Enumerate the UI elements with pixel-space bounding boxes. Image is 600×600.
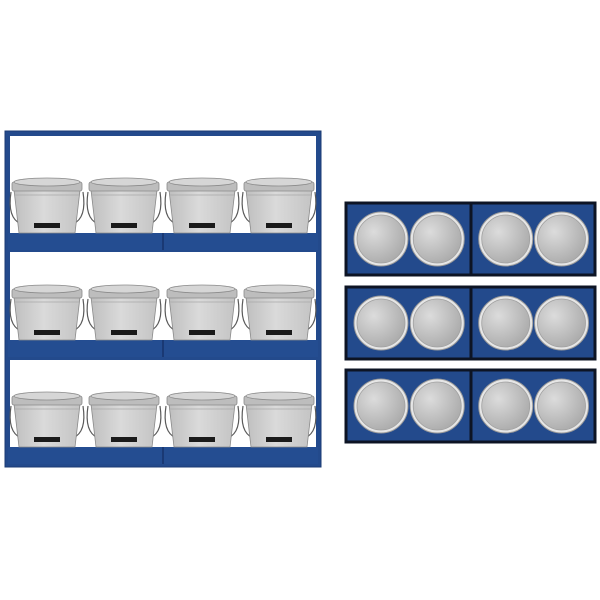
rack-top-view <box>344 201 597 444</box>
bucket-label <box>266 223 292 228</box>
bucket-label <box>111 330 137 335</box>
bucket-label <box>189 223 215 228</box>
lid-face <box>356 214 406 264</box>
bucket-icon <box>241 284 317 341</box>
bucket-top <box>90 284 158 294</box>
bucket-label <box>34 223 60 228</box>
lid-face <box>481 298 531 348</box>
bucket-label <box>34 437 60 442</box>
bucket-label <box>34 330 60 335</box>
lid-face <box>412 298 462 348</box>
bucket-label <box>189 437 215 442</box>
lid-face <box>537 214 586 264</box>
bucket-icon <box>86 177 162 234</box>
bucket-lid-icon <box>478 378 534 434</box>
bucket-top <box>168 284 236 294</box>
bucket-lid-icon <box>353 211 409 267</box>
bucket-top <box>13 177 81 187</box>
bucket-icon <box>9 177 85 234</box>
bucket-lid-icon <box>409 378 465 434</box>
lid-face <box>356 298 406 348</box>
bucket-icon <box>164 177 240 234</box>
lid-face <box>537 298 586 348</box>
bucket-icon <box>86 284 162 341</box>
lid-face <box>537 381 586 431</box>
bucket-lid-icon <box>534 211 590 267</box>
bucket-icon <box>241 391 317 448</box>
bucket-lid-icon <box>478 211 534 267</box>
bucket-lid-icon <box>478 295 534 351</box>
bucket-icon <box>241 177 317 234</box>
bucket-lid-icon <box>409 295 465 351</box>
bucket-label <box>266 437 292 442</box>
rack-front-view <box>4 130 322 468</box>
lid-face <box>412 381 462 431</box>
bucket-top <box>168 177 236 187</box>
bucket-icon <box>86 391 162 448</box>
bucket-icon <box>164 391 240 448</box>
lid-face <box>356 381 406 431</box>
bucket-label <box>111 223 137 228</box>
bucket-top <box>168 391 236 401</box>
bucket-icon <box>9 284 85 341</box>
bucket-label <box>111 437 137 442</box>
bucket-top <box>13 391 81 401</box>
bucket-label <box>189 330 215 335</box>
bucket-lid-icon <box>534 295 590 351</box>
bucket-top <box>245 177 313 187</box>
bucket-top <box>245 391 313 401</box>
bucket-label <box>266 330 292 335</box>
bucket-lid-icon <box>353 295 409 351</box>
bucket-top <box>90 177 158 187</box>
bucket-lid-icon <box>534 378 590 434</box>
bucket-top <box>245 284 313 294</box>
bucket-icon <box>9 391 85 448</box>
bucket-icon <box>164 284 240 341</box>
lid-face <box>412 214 462 264</box>
bucket-lid-icon <box>353 378 409 434</box>
bucket-top <box>90 391 158 401</box>
bucket-top <box>13 284 81 294</box>
bucket-lid-icon <box>409 211 465 267</box>
lid-face <box>481 214 531 264</box>
lid-face <box>481 381 531 431</box>
